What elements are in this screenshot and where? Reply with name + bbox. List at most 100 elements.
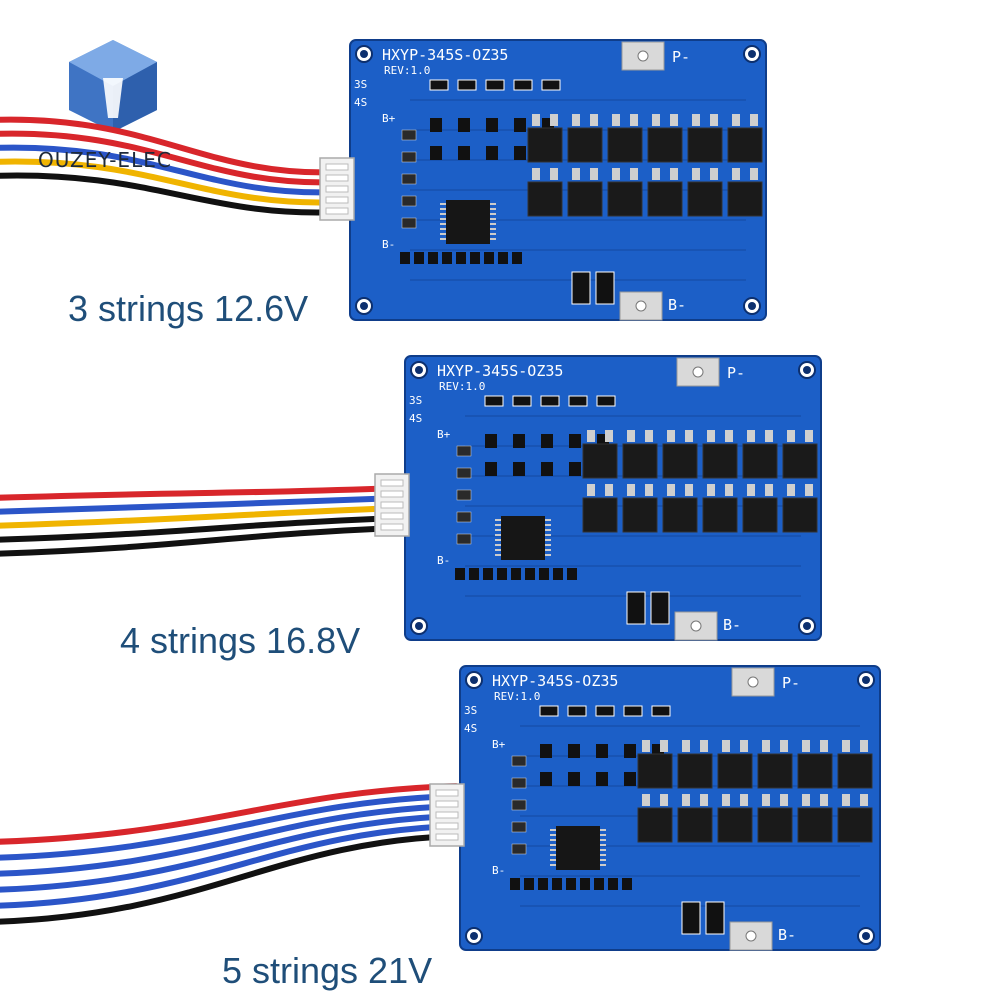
wire-harness-1 [0,116,343,216]
label-p-minus: P- [672,48,690,66]
smd-resistor [567,568,577,580]
smd-resistor [538,878,548,890]
mosfet [582,443,618,479]
smd-component [568,395,588,407]
label-3s: 3S [464,704,477,717]
mosfet [622,497,658,533]
smd-capacitor [456,445,472,457]
mosfet [662,443,698,479]
smd-component [651,705,671,717]
mosfet [717,753,753,789]
wire-red [0,783,459,845]
mosfet [742,497,778,533]
smd-resistor [552,878,562,890]
mosfet [647,181,683,217]
smd-resistor [400,252,410,264]
mosfet [637,807,673,843]
smd-resistor [511,568,521,580]
smd-capacitor [511,799,527,811]
smd-component [540,395,560,407]
mosfet [797,807,833,843]
wire-harnesses [0,116,459,925]
wire-harness-2 [0,485,401,557]
smd-component [569,462,581,476]
smd-component [485,79,505,91]
smd-resistor [498,252,508,264]
wire-black [0,172,343,216]
wire-blue [0,813,459,893]
smd-capacitor [456,511,472,523]
mosfet [782,443,818,479]
brand-logo-icon [69,40,157,132]
smd-resistor [553,568,563,580]
smd-component [568,744,580,758]
mosfet [647,127,683,163]
mosfet [837,807,873,843]
smd-component [430,118,442,132]
smd-component [541,434,553,448]
smd-capacitor [511,777,527,789]
ic-chip [501,516,545,560]
smd-component [540,744,552,758]
label-b-minus: B- [437,554,450,567]
wire-harness-3 [0,783,459,925]
smd-component [484,395,504,407]
smd-component [486,146,498,160]
smd-component [457,79,477,91]
shunt-resistor [650,591,670,625]
shunt-resistor [681,901,701,935]
smd-resistor [622,878,632,890]
mosfet [717,807,753,843]
smd-resistor [594,878,604,890]
wire-red [0,485,401,501]
smd-resistor [455,568,465,580]
label-b-minus: B- [492,864,505,877]
smd-component [429,79,449,91]
smd-capacitor [456,533,472,545]
shunt-resistor [705,901,725,935]
smd-component [485,462,497,476]
wire-red [0,116,343,176]
board-revision-label: REV:1.0 [439,380,485,393]
mosfet [527,181,563,217]
mosfet [527,127,563,163]
smd-resistor [566,878,576,890]
label-4s: 4S [354,96,367,109]
label-b-minus-pad: B- [668,296,686,314]
mosfet [757,807,793,843]
smd-component [458,118,470,132]
label-3s: 3S [354,78,367,91]
mosfet [622,443,658,479]
smd-capacitor [456,489,472,501]
smd-component [540,772,552,786]
mosfet [677,753,713,789]
wire-blue [0,144,343,196]
wire-yellow [0,158,343,206]
smd-capacitor [401,151,417,163]
smd-resistor [428,252,438,264]
balance-connector [429,783,465,847]
smd-component [513,462,525,476]
caption-5-strings: 5 strings 21V [222,950,433,991]
caption-4-strings: 4 strings 16.8V [120,620,361,661]
mosfet [727,127,763,163]
mosfet [742,443,778,479]
smd-capacitor [401,217,417,229]
smd-component [486,118,498,132]
smd-component [624,744,636,758]
wire-black [0,515,401,543]
smd-capacitor [401,129,417,141]
smd-component [485,434,497,448]
board-model-label: HXYP-345S-OZ35 [437,362,563,380]
pcb-boards: HXYP-345S-OZ35REV:1.03S4SB+B-P-B-HXYP-34… [319,39,881,951]
label-4s: 4S [409,412,422,425]
smd-resistor [512,252,522,264]
smd-resistor [469,568,479,580]
smd-capacitor [511,843,527,855]
smd-component [596,744,608,758]
mosfet [702,443,738,479]
smd-component [567,705,587,717]
